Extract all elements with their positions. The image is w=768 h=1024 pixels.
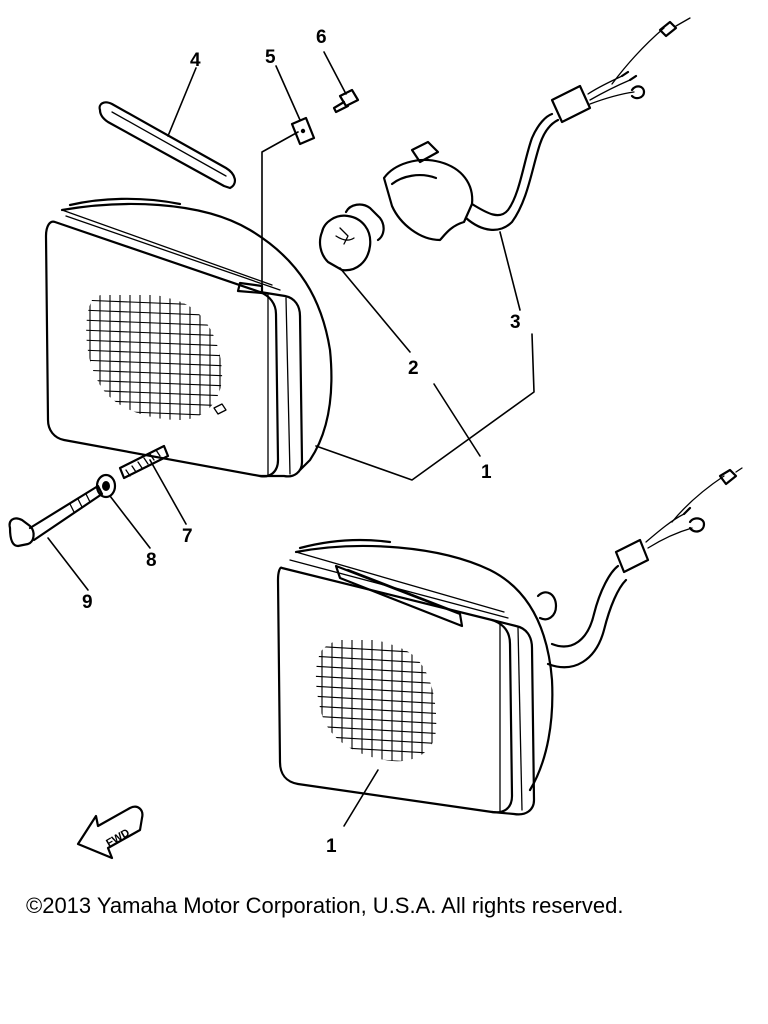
part-5-clip-nut <box>290 116 316 146</box>
callout-numbers: 4 5 6 2 3 1 7 8 9 1 <box>82 27 521 857</box>
callout-7: 7 <box>182 526 193 547</box>
callout-3: 3 <box>510 312 521 333</box>
part-4-lens-strip <box>98 101 236 190</box>
taillight-assembly-top <box>44 197 333 478</box>
lens-grid-top <box>86 295 223 420</box>
callout-5: 5 <box>265 47 276 68</box>
callout-1-bottom: 1 <box>326 836 337 857</box>
fwd-arrow-badge: FWD <box>76 805 144 860</box>
fwd-label: FWD <box>104 827 132 850</box>
part-7-screw <box>118 444 170 480</box>
taillight-assembly-bottom <box>276 467 743 816</box>
callout-8: 8 <box>146 550 157 571</box>
copyright-notice: ©2013 Yamaha Motor Corporation, U.S.A. A… <box>26 893 624 918</box>
lens-grid-bottom <box>315 640 437 762</box>
callout-2: 2 <box>408 358 419 379</box>
part-2-bulb <box>318 203 385 272</box>
callout-1-top: 1 <box>481 462 492 483</box>
part-3-socket-wire <box>382 17 691 242</box>
callout-9: 9 <box>82 592 93 613</box>
part-6-screw <box>332 88 360 114</box>
part-9-bolt <box>8 484 104 548</box>
leader-lines <box>47 51 535 827</box>
callout-6: 6 <box>316 27 327 48</box>
part-8-washer <box>95 473 117 499</box>
callout-4: 4 <box>190 50 201 71</box>
